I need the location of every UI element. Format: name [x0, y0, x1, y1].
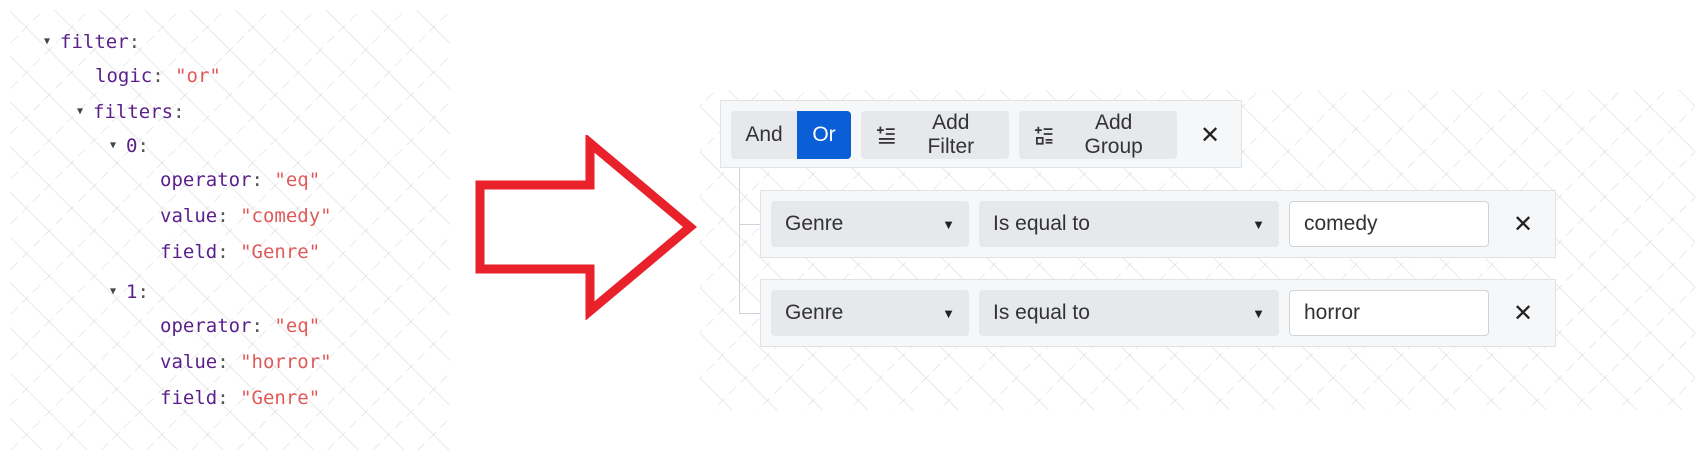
watermark-pattern [10, 10, 450, 450]
tree-node-item-0[interactable]: ▼0: [110, 135, 149, 157]
tree-connector [739, 313, 761, 314]
add-group-button[interactable]: Add Group [1019, 111, 1177, 159]
add-group-icon [1034, 126, 1053, 145]
add-filter-icon [876, 126, 895, 144]
tree-connector [739, 168, 740, 313]
caret-down-icon[interactable]: ▼ [44, 36, 51, 47]
caret-down-icon[interactable]: ▼ [110, 286, 117, 297]
caret-down-icon: ▼ [1252, 305, 1265, 321]
add-group-label: Add Group [1084, 111, 1143, 158]
filter-row: Genre ▼ Is equal to ▼ ✕ [760, 279, 1556, 347]
tree-node-operator: operator: "eq" [160, 315, 321, 337]
value-input[interactable] [1289, 201, 1489, 247]
add-filter-label: Add Filter [927, 111, 975, 158]
remove-group-button[interactable]: ✕ [1187, 111, 1233, 159]
right-arrow-icon [475, 135, 697, 320]
add-filter-button[interactable]: Add Filter [861, 111, 1009, 159]
filter-toolbar: And Or Add Filter Add Group ✕ [720, 100, 1242, 168]
logic-or-button[interactable]: Or [797, 111, 851, 159]
tree-node-filter[interactable]: ▼filter: [44, 31, 141, 53]
tree-node-value: value: "horror" [160, 351, 332, 373]
caret-down-icon[interactable]: ▼ [110, 140, 117, 151]
caret-down-icon: ▼ [942, 216, 955, 232]
operator-dropdown[interactable]: Is equal to ▼ [979, 201, 1279, 247]
tree-node-logic: logic: "or" [95, 65, 221, 87]
tree-node-item-1[interactable]: ▼1: [110, 281, 149, 303]
caret-down-icon: ▼ [1252, 216, 1265, 232]
tree-node-operator: operator: "eq" [160, 169, 321, 191]
operator-dropdown[interactable]: Is equal to ▼ [979, 290, 1279, 336]
tree-node-value: value: "comedy" [160, 205, 332, 227]
tree-node-filters[interactable]: ▼filters: [77, 101, 185, 123]
field-dropdown[interactable]: Genre ▼ [771, 290, 969, 336]
tree-node-field: field: "Genre" [160, 241, 321, 263]
remove-filter-button[interactable]: ✕ [1501, 290, 1545, 336]
caret-down-icon[interactable]: ▼ [77, 106, 84, 117]
remove-filter-button[interactable]: ✕ [1501, 201, 1545, 247]
tree-node-field: field: "Genre" [160, 387, 321, 409]
tree-connector [739, 224, 761, 225]
caret-down-icon: ▼ [942, 305, 955, 321]
value-input[interactable] [1289, 290, 1489, 336]
field-dropdown-value: Genre [785, 212, 844, 235]
operator-dropdown-value: Is equal to [993, 212, 1090, 235]
filter-row: Genre ▼ Is equal to ▼ ✕ [760, 190, 1556, 258]
field-dropdown-value: Genre [785, 301, 844, 324]
logic-and-button[interactable]: And [731, 111, 797, 159]
operator-dropdown-value: Is equal to [993, 301, 1090, 324]
field-dropdown[interactable]: Genre ▼ [771, 201, 969, 247]
